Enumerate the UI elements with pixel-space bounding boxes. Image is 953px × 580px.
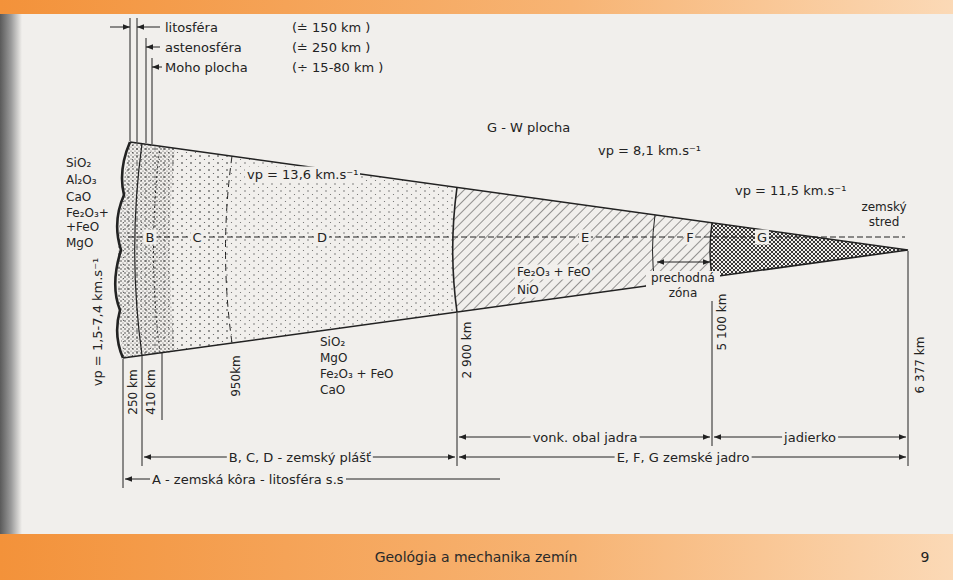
- region-axis: [128, 237, 905, 238]
- drawing-part: [712, 278, 713, 446]
- thickness-value: (÷ 15-80 km ): [292, 60, 383, 75]
- drawing-part: [118, 142, 232, 358]
- drawing-part: [152, 58, 153, 144]
- depth-value: 6 377 km: [913, 337, 928, 394]
- center-label: zemský stred: [857, 200, 911, 230]
- drawing-part: [118, 142, 457, 358]
- thickness-value: (≐ 250 km ): [292, 40, 370, 55]
- drawing-part: [146, 38, 147, 143]
- oxide-label: Fe₂O₃ + FeO: [320, 367, 393, 382]
- drawing-part: [162, 353, 163, 420]
- velocity-label: vp = 13,6 km.s⁻¹: [245, 167, 360, 182]
- boundary-name: G - W plocha: [487, 120, 570, 135]
- drawing-part: [453, 187, 457, 312]
- drawing-part: [115, 142, 130, 358]
- drawing-part: [154, 146, 161, 353]
- top-guide-lines: [110, 18, 162, 144]
- drawing-part: [137, 18, 138, 142]
- drawing-part: [142, 356, 143, 466]
- top-band: [0, 0, 953, 14]
- layer-name: litosféra: [165, 20, 218, 35]
- drawing-part: [118, 142, 175, 358]
- footer-caption: Geológia a mechanika zemín: [375, 549, 578, 565]
- depth-value: 2 900 km: [460, 322, 475, 379]
- oxide-label: NiO: [515, 283, 541, 298]
- inner-core-crosshatch: [710, 223, 908, 277]
- drawing-part: [123, 142, 908, 358]
- oxide-label: MgO: [66, 236, 93, 251]
- velocity-label: vp = 11,5 km.s⁻¹: [735, 183, 846, 198]
- depth-value: 250 km: [126, 369, 141, 414]
- drawing-part: [457, 313, 458, 466]
- velocity-label: vp = 8,1 km.s⁻¹: [598, 143, 701, 158]
- wedge-outline: [115, 142, 908, 358]
- boundary-name: Moho plocha: [165, 60, 248, 75]
- region-letter: B: [144, 230, 157, 245]
- depth-value: 410 km: [144, 369, 159, 414]
- footer-band: [0, 534, 953, 580]
- drawing-part: [135, 144, 142, 356]
- oxide-label: +FeO: [66, 220, 99, 235]
- depth-value: 5 100 km: [715, 294, 730, 351]
- extension-lines: [123, 251, 908, 488]
- drawing-part: [146, 47, 160, 48]
- page-number: 9: [921, 550, 930, 565]
- drawing-part: [710, 223, 712, 277]
- oxide-label: Fe₂O₃ + FeO: [515, 265, 592, 280]
- drawing-part: [110, 27, 130, 28]
- mantle-stipple: [118, 142, 457, 358]
- drawing-part: [137, 27, 160, 28]
- layer-name: astenosféra: [165, 40, 242, 55]
- transition-dimension: [657, 262, 710, 263]
- zone-label: prechodná zóna: [646, 271, 720, 301]
- region-letter: D: [315, 230, 329, 245]
- oxide-label: Fe₂O₃+: [66, 206, 109, 221]
- region-letter: G: [755, 230, 769, 245]
- scan-shadow: [0, 14, 22, 534]
- drawing-part: [908, 251, 909, 466]
- oxide-label: SiO₂: [66, 156, 91, 171]
- velocity-label: vp = 1,5-7,4 km.s⁻¹: [90, 258, 105, 386]
- drawing-part: [226, 156, 233, 343]
- dimension-label: B, C, D - zemský plášť: [227, 450, 373, 465]
- drawing-part: [123, 359, 124, 488]
- drawing-part: [128, 237, 905, 238]
- dimension-label: A - zemská kôra - litosféra s.s: [150, 472, 346, 487]
- region-letter: F: [684, 230, 695, 245]
- oxide-label: CaO: [66, 190, 91, 205]
- depth-value: 950km: [229, 355, 244, 397]
- dimension-label: vonk. obal jadra: [531, 430, 640, 445]
- oxide-label: CaO: [320, 383, 345, 398]
- region-letter: E: [579, 230, 591, 245]
- region-letter: C: [190, 230, 203, 245]
- drawing-part: [130, 18, 131, 141]
- dimension-label: jadierko: [782, 430, 838, 445]
- oxide-label: Al₂O₃: [66, 173, 97, 188]
- oxide-label: MgO: [320, 351, 347, 366]
- dimension-label: E, F, G zemské jadro: [615, 450, 752, 465]
- drawing-part: [152, 67, 162, 68]
- thickness-value: (≐ 150 km ): [292, 20, 370, 35]
- oxide-label: SiO₂: [320, 335, 345, 350]
